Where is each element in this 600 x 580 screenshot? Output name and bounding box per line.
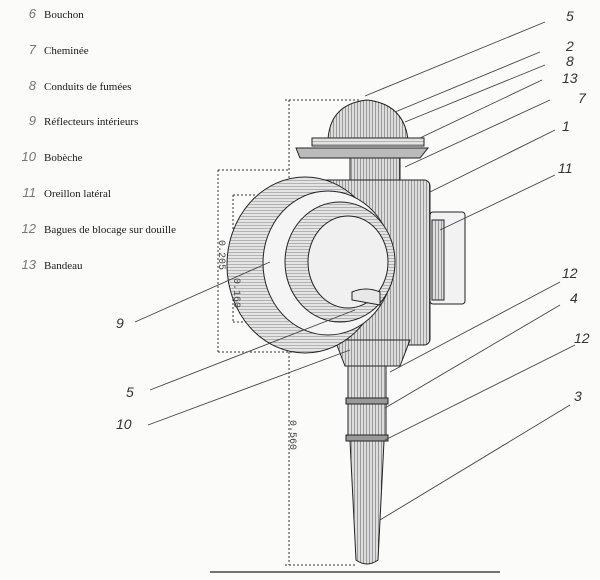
callout-5-left: 5 [126, 384, 134, 400]
leader-lines [134, 21, 576, 521]
callout-13: 13 [562, 70, 578, 86]
cap [295, 99, 430, 187]
callout-9: 9 [116, 315, 124, 331]
callout-8: 8 [566, 53, 574, 69]
callout-12: 12 [562, 265, 578, 281]
callout-2: 2 [566, 38, 574, 54]
callout-11: 11 [558, 160, 573, 176]
callout-10: 10 [116, 416, 132, 432]
callout-5: 5 [566, 8, 574, 24]
callout-4: 4 [570, 290, 578, 306]
callout-12b: 12 [574, 330, 590, 346]
callout-1: 1 [562, 118, 570, 134]
dimension-inner-diameter: 0.160 [230, 278, 241, 309]
callout-3: 3 [574, 388, 582, 404]
callout-7: 7 [578, 90, 586, 106]
front-lens-ring [226, 176, 396, 354]
dimension-outer-diameter: 0.205 [215, 240, 226, 271]
dimension-height: 0.560 [286, 420, 297, 451]
socket-tube [345, 365, 389, 565]
